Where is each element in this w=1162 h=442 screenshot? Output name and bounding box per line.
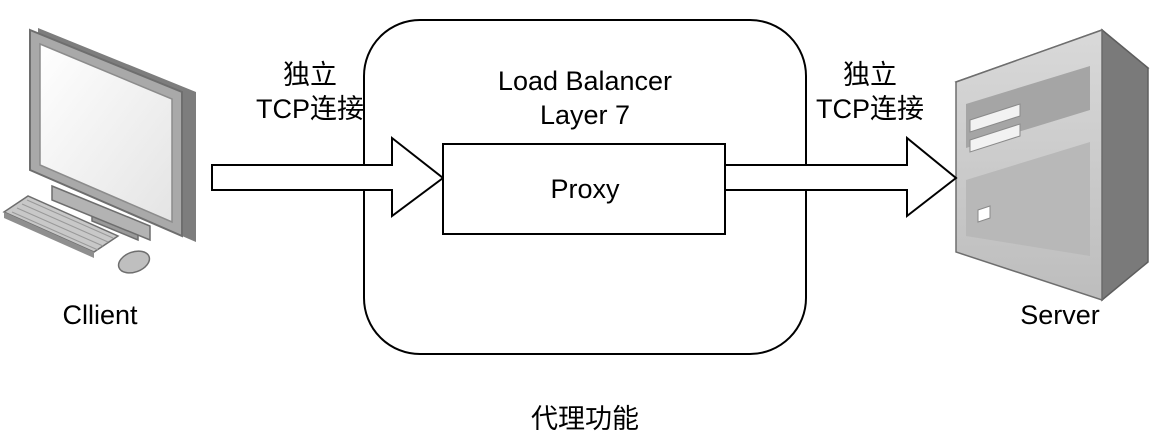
proxy-label: Proxy bbox=[550, 174, 620, 204]
load-balancer-title: Load Balancer bbox=[497, 66, 673, 96]
load-balancer-label: Load Balancer Layer 7 bbox=[470, 64, 700, 132]
right-arrow-label: 独立 TCP连接 bbox=[800, 58, 940, 126]
client-label: Cllient bbox=[62, 300, 138, 330]
server-label: Server bbox=[1020, 300, 1100, 330]
tower-server-icon bbox=[954, 28, 1150, 302]
right-arrow-label-line1: 独立 bbox=[843, 60, 897, 90]
diagram-caption: 代理功能 bbox=[531, 404, 639, 434]
load-balancer-layer: Layer 7 bbox=[539, 100, 631, 130]
right-arrow-label-line2: TCP连接 bbox=[816, 94, 924, 124]
right-connection-arrow bbox=[724, 135, 958, 219]
left-connection-arrow bbox=[211, 135, 445, 218]
desktop-computer-icon bbox=[2, 28, 196, 274]
proxy-box bbox=[442, 143, 726, 235]
left-arrow-label-line1: 独立 bbox=[283, 60, 337, 90]
left-arrow-label: 独立 TCP连接 bbox=[240, 58, 380, 126]
left-arrow-label-line2: TCP连接 bbox=[256, 94, 364, 124]
